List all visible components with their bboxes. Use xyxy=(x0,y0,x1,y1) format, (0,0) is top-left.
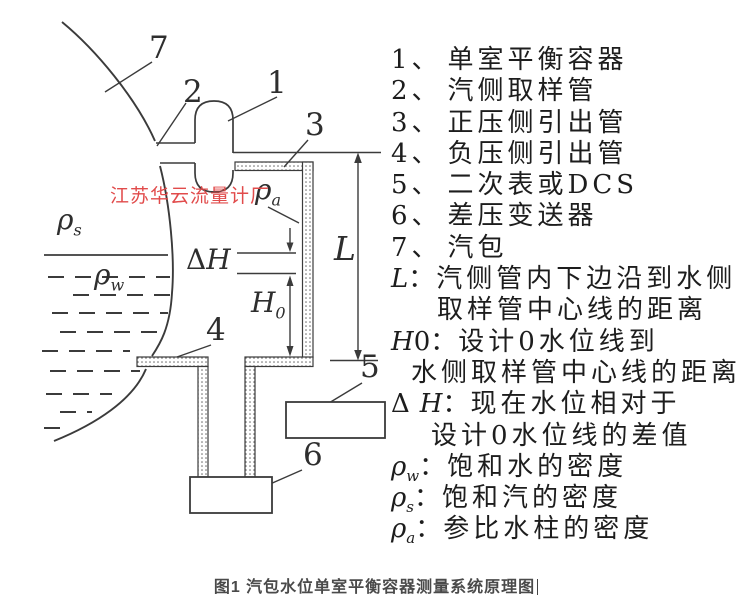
legend-symbol-colon: ： xyxy=(442,389,469,420)
legend-symbol-italic: L xyxy=(391,264,409,295)
legend-symbol-italic: ρ xyxy=(391,514,407,545)
legend-item: 5、二次表或DCS xyxy=(391,170,751,201)
water-sampling-pipe xyxy=(136,356,209,478)
deltaH-dimension xyxy=(237,228,296,275)
balance-vessel xyxy=(194,100,234,193)
legend-symbol-italic: ρ xyxy=(391,483,407,514)
legend-item: 设计0水位线的差值 xyxy=(391,421,751,452)
L-label: L xyxy=(334,229,356,268)
legend-symbol-subscript: w xyxy=(406,467,420,486)
L-dimension xyxy=(233,151,381,362)
legend-symbol: 1、 xyxy=(391,45,442,75)
part-number-2: 2 xyxy=(183,74,203,110)
delta-H-label: ΔH xyxy=(186,243,231,276)
H0-dimension xyxy=(286,275,294,357)
part-number-5: 5 xyxy=(360,349,380,385)
drum-wall-arc xyxy=(53,21,174,442)
legend-symbol-colon: ： xyxy=(414,483,441,514)
legend-item: L：汽侧管内下边沿到水侧 xyxy=(391,264,751,295)
part-number-4: 4 xyxy=(206,312,226,348)
rho-a-label: ρa xyxy=(255,173,282,210)
legend: 1、单室平衡容器 2、汽侧取样管 3、正压侧引出管 4、负压侧引出管 5、二次表… xyxy=(391,45,751,548)
legend-text: 饱和水的密度 xyxy=(447,451,628,482)
steam-sampling-pipe xyxy=(156,142,195,164)
dp-transmitter-box xyxy=(189,476,273,514)
legend-item: ρs：饱和汽的密度 xyxy=(391,483,751,517)
legend-symbol-italic: ρ xyxy=(391,451,407,482)
legend-text: 汽包 xyxy=(447,232,508,263)
legend-text: 饱和汽的密度 xyxy=(442,483,623,514)
legend-symbol: 2、 xyxy=(391,76,442,107)
legend-symbol-colon: 0： xyxy=(413,326,457,357)
watermark-text: 江苏华云流量计厂 xyxy=(110,185,271,207)
legend-symbol-colon: ： xyxy=(415,514,442,545)
legend-symbol-subscript: a xyxy=(406,529,416,548)
part-number-1: 1 xyxy=(267,65,287,101)
rho-w-label: ρw xyxy=(94,258,125,295)
legend-item: ρa：参比水柱的密度 xyxy=(391,514,751,548)
legend-item: H0：设计0水位线到 xyxy=(391,327,751,358)
part-number-7: 7 xyxy=(149,30,169,66)
rho-s-label: ρs xyxy=(57,203,82,240)
legend-symbol: 7、 xyxy=(391,232,442,263)
legend-item: 水侧取样管中心线的距离 xyxy=(391,358,751,389)
legend-symbol-subscript: s xyxy=(406,498,414,517)
legend-item: 4、负压侧引出管 xyxy=(391,139,751,170)
legend-item: 2、汽侧取样管 xyxy=(391,76,751,107)
legend-text: 差压变送器 xyxy=(447,201,598,232)
figure-caption: 图1 汽包水位单室平衡容器测量系统原理图 xyxy=(0,573,752,597)
legend-text: 取样管中心线的距离 xyxy=(437,295,708,326)
legend-text: 设计0水位线的差值 xyxy=(431,420,692,451)
legend-item: ρw：饱和水的密度 xyxy=(391,451,751,486)
legend-text: 正压侧引出管 xyxy=(447,107,628,138)
legend-item: 6、差压变送器 xyxy=(391,201,751,232)
legend-symbol: Δ xyxy=(391,389,414,420)
legend-item: 7、汽包 xyxy=(391,233,751,264)
legend-item: 3、正压侧引出管 xyxy=(391,108,751,139)
legend-symbol: 6、 xyxy=(391,201,442,232)
text-cursor xyxy=(537,579,539,595)
legend-symbol-italic: H xyxy=(391,326,414,357)
legend-item: 取样管中心线的距离 xyxy=(391,295,751,326)
secondary-instrument-box xyxy=(285,401,386,439)
legend-text: 二次表或DCS xyxy=(447,170,639,201)
legend-text: 汽侧管内下边沿到水侧 xyxy=(436,264,737,295)
part-number-3: 3 xyxy=(305,107,325,143)
legend-symbol-italic: H xyxy=(419,389,443,420)
H0-label: H0 xyxy=(251,286,286,323)
legend-symbol: 3、 xyxy=(391,107,442,138)
legend-item: 1、单室平衡容器 xyxy=(391,45,751,76)
legend-text: 单室平衡容器 xyxy=(447,45,628,75)
legend-symbol: 5、 xyxy=(391,170,442,201)
legend-text: 汽侧取样管 xyxy=(447,76,598,107)
legend-symbol-colon: ： xyxy=(419,451,446,482)
legend-symbol-colon: ： xyxy=(408,264,435,295)
water-dashes xyxy=(42,276,170,429)
part-number-6: 6 xyxy=(303,437,323,473)
legend-symbol: 4、 xyxy=(391,138,442,169)
legend-text: 水侧取样管中心线的距离 xyxy=(411,357,742,388)
legend-text: 参比水柱的密度 xyxy=(443,514,654,545)
legend-text: 现在水位相对于 xyxy=(470,389,681,420)
legend-text: 负压侧引出管 xyxy=(447,138,628,169)
figure-caption-text: 图1 汽包水位单室平衡容器测量系统原理图 xyxy=(213,579,536,596)
legend-text: 设计0水位线到 xyxy=(458,326,659,357)
